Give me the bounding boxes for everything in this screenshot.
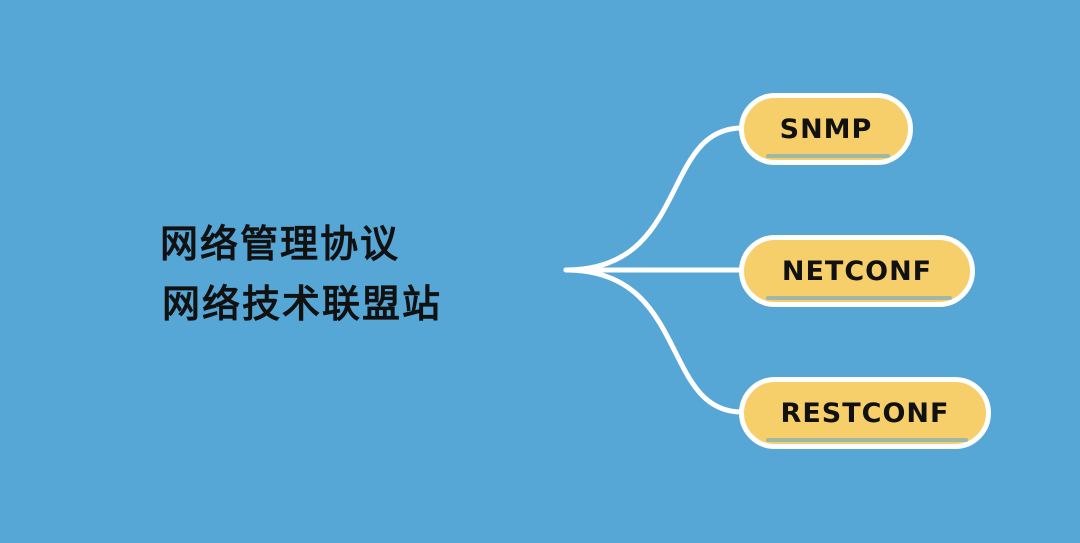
connector-snmp: [563, 125, 745, 273]
root-node: 网络管理协议 网络技术联盟站: [160, 214, 442, 334]
branch-label: SNMP: [779, 113, 873, 145]
connector-restconf: [563, 267, 745, 415]
branch-node-netconf: NETCONF: [739, 235, 975, 307]
branch-label: RESTCONF: [780, 397, 950, 429]
branch-label: NETCONF: [781, 255, 933, 287]
root-subtitle: 网络技术联盟站: [162, 282, 443, 326]
branch-node-restconf: RESTCONF: [739, 377, 991, 449]
root-title: 网络管理协议: [160, 222, 401, 266]
branch-node-snmp: SNMP: [739, 93, 913, 165]
